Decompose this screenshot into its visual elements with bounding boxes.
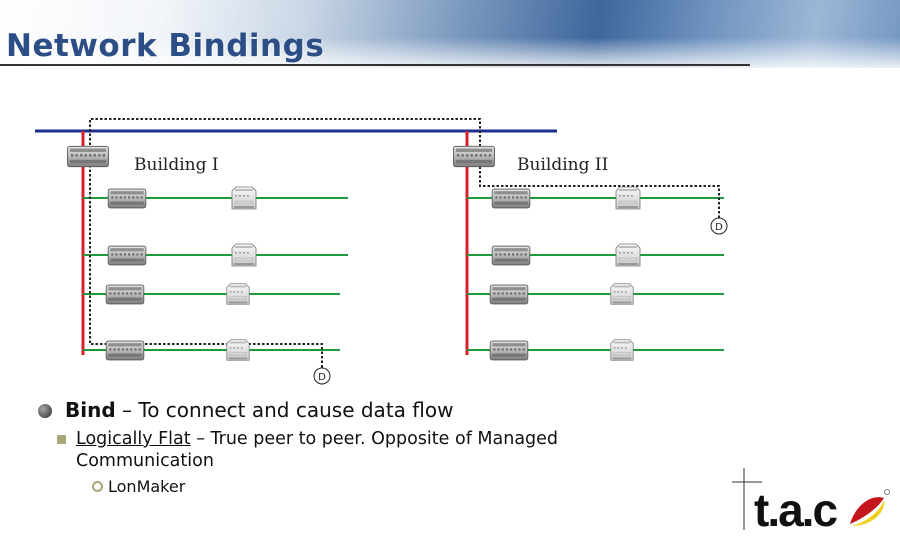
bullet-ring-icon	[92, 481, 103, 492]
lonmaker-text: LonMaker	[108, 477, 186, 496]
header-fade	[0, 0, 900, 68]
title-underline	[0, 64, 750, 66]
device-d-node-building2: D	[710, 217, 728, 235]
logically-flat-term: Logically Flat	[76, 429, 191, 449]
device-d-label: D	[715, 222, 723, 233]
bullet-dot-icon	[38, 404, 52, 418]
device-d-label: D	[318, 372, 326, 383]
building1-label: Building I	[134, 155, 219, 175]
bullet-level2: Logically Flat – True peer to peer. Oppo…	[57, 428, 676, 472]
logically-flat-definition: – True peer to peer. Opposite of Managed…	[76, 429, 559, 471]
building2-router	[452, 145, 496, 168]
building2-label: Building II	[517, 155, 608, 175]
binding-path	[89, 118, 720, 372]
bind-definition: – To connect and cause data flow	[115, 398, 454, 422]
bind-term: Bind	[65, 398, 116, 422]
slide-title: Network Bindings	[6, 28, 325, 64]
network-diagram: Building I Building II D D	[35, 118, 728, 385]
building2-channels	[467, 197, 724, 351]
building1-router	[66, 145, 110, 168]
bullet-level3: LonMaker	[92, 477, 186, 496]
logo-wordmark: t.a.c	[754, 484, 837, 534]
building1-channels	[83, 197, 348, 351]
device-d-node-building1: D	[313, 367, 331, 385]
bullet-square-icon	[57, 435, 66, 444]
tac-logo: t.a.c	[732, 468, 890, 534]
